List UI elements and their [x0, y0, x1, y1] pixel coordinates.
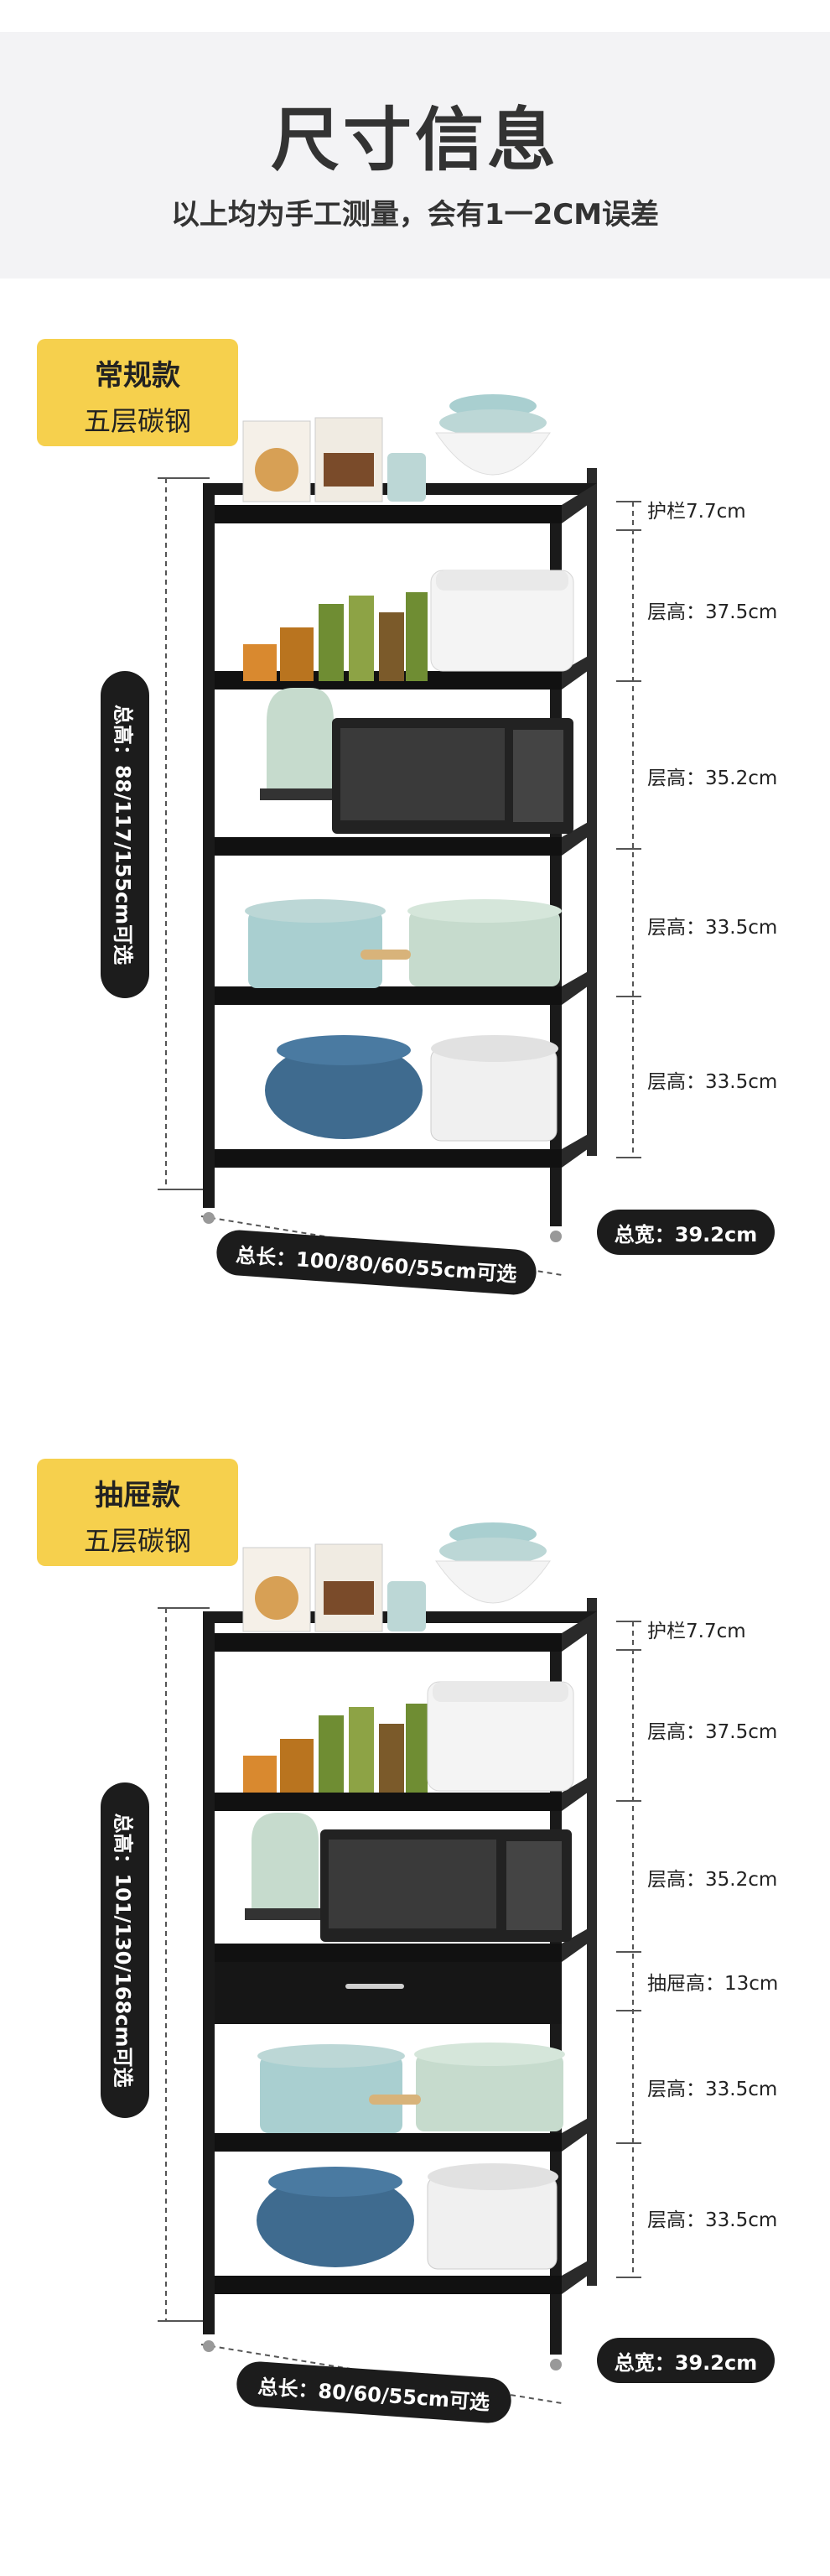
- layer-height-label: 层高：37.5cm: [647, 601, 778, 623]
- drawer-height-label: 抽屉高：13cm: [647, 1973, 779, 1995]
- shelf-dim-ticks: [616, 1621, 641, 2278]
- layer-height-label: 层高：33.5cm: [647, 2209, 778, 2231]
- total-height-pill: 总高：101/130/168cm可选: [101, 1782, 149, 2118]
- microwave: [320, 1829, 572, 1942]
- bowl-stack: [435, 1522, 551, 1604]
- total-height-text: 总高：88/117/155cm可选: [111, 704, 135, 965]
- layer-height-label: 层高：33.5cm: [647, 2079, 778, 2100]
- casserole-and-pans: [265, 1035, 558, 1142]
- page-subtitle: 以上均为手工测量，会有1一2CM误差: [170, 198, 660, 232]
- rice-cooker: [430, 570, 574, 672]
- kettle: [260, 688, 340, 800]
- kettle: [245, 1813, 325, 1920]
- total-height-pill: 总高：88/117/155cm可选: [101, 671, 149, 998]
- pots: [245, 899, 562, 988]
- header-banner: 尺寸信息 以上均为手工测量，会有1一2CM误差: [0, 32, 830, 278]
- boxes-and-cups: [242, 1543, 426, 1632]
- guardrail-height-label: 护栏7.7cm: [647, 1621, 746, 1642]
- jars-and-bottles: [243, 592, 428, 681]
- total-height-text: 总高：101/130/168cm可选: [111, 1813, 135, 2088]
- variant-badge: 抽屉款 五层碳钢: [37, 1459, 238, 1566]
- bowl-stack: [435, 394, 551, 476]
- layer-height-label: 层高：35.2cm: [647, 768, 778, 789]
- microwave: [332, 718, 573, 834]
- boxes-and-cups: [242, 417, 426, 502]
- layer-height-label: 层高：33.5cm: [647, 1071, 778, 1093]
- guardrail-height-label: 护栏7.7cm: [647, 501, 746, 523]
- product-standard: 常规款 五层碳钢 总高：88/117/155cm可选 护栏7.7cm 层高：37…: [0, 319, 830, 1409]
- variant-material: 五层碳钢: [83, 405, 191, 437]
- product-drawer: 抽屉款 五层碳钢 总高：101/130/168cm可选 护栏7.7cm 层高：3…: [0, 1439, 830, 2529]
- page-title: 尺寸信息: [270, 101, 559, 180]
- shelf-illustration-drawer: [158, 1522, 641, 2404]
- variant-badge: 常规款 五层碳钢: [37, 339, 238, 446]
- total-width-pill: 总宽：39.2cm: [597, 2338, 775, 2383]
- variant-material: 五层碳钢: [83, 1525, 191, 1557]
- layer-height-label: 层高：35.2cm: [647, 1869, 778, 1891]
- shelf-dim-ticks: [616, 501, 641, 1158]
- drawer: [215, 1962, 562, 2024]
- layer-height-label: 层高：33.5cm: [647, 917, 778, 939]
- casserole-and-pans: [257, 2163, 558, 2270]
- variant-name: 抽屉款: [95, 1479, 180, 1512]
- layer-height-label: 层高：37.5cm: [647, 1721, 778, 1743]
- jars-and-bottles: [243, 1704, 428, 1793]
- variant-name: 常规款: [95, 359, 180, 393]
- shelf-illustration-standard: [158, 394, 641, 1276]
- rice-cooker: [427, 1681, 574, 1792]
- total-width-pill: 总宽：39.2cm: [597, 1210, 775, 1255]
- pots: [257, 2043, 565, 2133]
